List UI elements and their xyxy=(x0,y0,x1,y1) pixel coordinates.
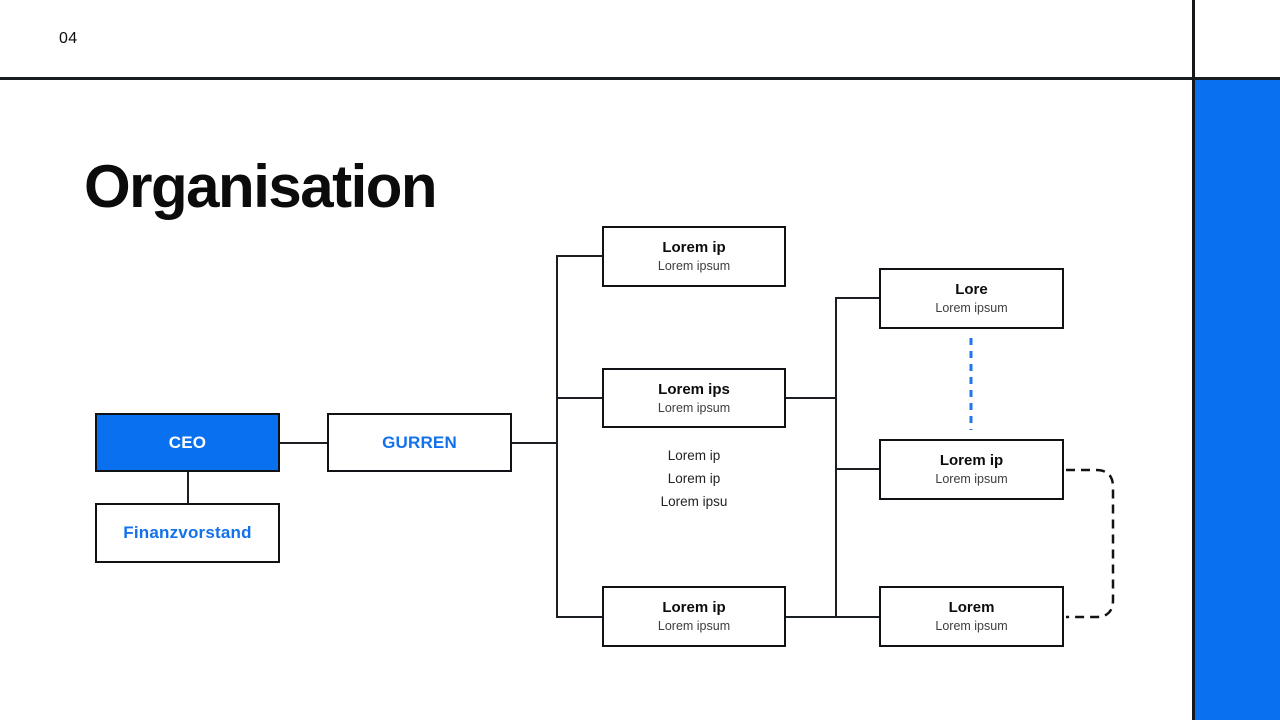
org-node-middle-1: Lorem ip Lorem ipsum xyxy=(602,226,786,287)
org-node-subtitle: Lorem ipsum xyxy=(657,619,731,633)
connector-middle2-right-trunk xyxy=(786,397,836,399)
org-node-subtitle: Lorem ipsum xyxy=(657,259,731,273)
right-edge-line xyxy=(1192,0,1195,720)
org-node-subtitle: Lorem ipsum xyxy=(935,619,1008,633)
org-node-ceo: CEO xyxy=(95,413,280,472)
connector-middle3-right-3 xyxy=(786,616,879,618)
org-node-title: Lorem xyxy=(948,599,995,616)
org-node-title: Lorem ip xyxy=(939,452,1004,469)
org-node-label: Finanzvorstand xyxy=(123,523,252,542)
org-node-label: GURREN xyxy=(382,432,457,452)
org-node-right-1: Lore Lorem ipsum xyxy=(879,268,1064,329)
accent-sidebar xyxy=(1195,80,1280,720)
org-node-label: CEO xyxy=(168,432,207,452)
header-divider-line xyxy=(0,77,1280,80)
connector-branch-right-2 xyxy=(835,468,879,470)
org-node-subtitle: Lorem ipsum xyxy=(935,301,1008,315)
org-node-middle-2: Lorem ips Lorem ipsum xyxy=(602,368,786,428)
connector-ceo-finanzvorstand xyxy=(187,472,189,503)
org-node-title: Lorem ip xyxy=(662,599,726,616)
connector-ceo-gurren xyxy=(280,442,327,444)
middle-note-text: Lorem ip Lorem ip Lorem ipsu xyxy=(602,444,786,513)
slide-title: Organisation xyxy=(84,153,438,220)
org-node-middle-3: Lorem ip Lorem ipsum xyxy=(602,586,786,647)
org-node-subtitle: Lorem ipsum xyxy=(935,472,1008,486)
note-line: Lorem ip xyxy=(667,471,721,486)
org-node-right-2: Lorem ip Lorem ipsum xyxy=(879,439,1064,500)
note-line: Lorem ipsu xyxy=(660,494,728,509)
connector-branch-middle-3 xyxy=(556,616,602,618)
org-node-title: Lorem ip xyxy=(662,239,726,256)
note-line: Lorem ip xyxy=(667,448,721,463)
org-node-title: Lore xyxy=(955,281,988,298)
org-node-subtitle: Lorem ipsum xyxy=(657,400,731,415)
org-node-title: Lorem ips xyxy=(658,380,730,398)
connector-right-trunk xyxy=(835,297,837,618)
connector-branch-middle-1 xyxy=(556,255,602,257)
dashed-bracket-right2-right3 xyxy=(1066,468,1115,619)
org-node-finanzvorstand: Finanzvorstand xyxy=(95,503,280,563)
connector-left-trunk xyxy=(556,255,558,618)
connector-gurren-trunk xyxy=(512,442,558,444)
connector-branch-middle-2 xyxy=(556,397,602,399)
page-number: 04 xyxy=(59,30,78,47)
connector-branch-right-1 xyxy=(835,297,879,299)
org-node-gurren: GURREN xyxy=(327,413,512,472)
org-node-right-3: Lorem Lorem ipsum xyxy=(879,586,1064,647)
